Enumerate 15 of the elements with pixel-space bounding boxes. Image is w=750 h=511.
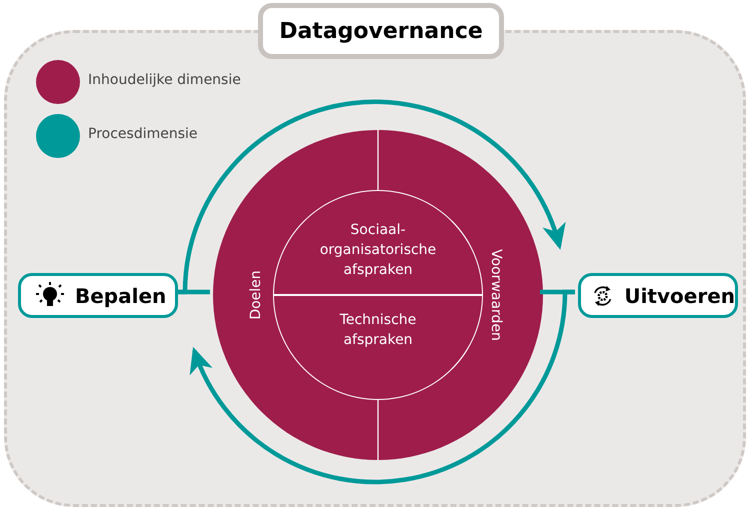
dimension-label: Voorwaarden bbox=[487, 248, 505, 343]
cycle-arrow bbox=[191, 290, 575, 484]
title-label: Datagovernance bbox=[258, 3, 504, 59]
half-circle-segment bbox=[273, 295, 483, 400]
legend-label: Inhoudelijke dimensie bbox=[88, 72, 241, 88]
segment-label: Technische afspraken bbox=[338, 311, 418, 350]
half-circle-segment bbox=[273, 190, 483, 295]
dimension-label: Doelen bbox=[247, 269, 265, 322]
cycle-arrow bbox=[175, 100, 564, 294]
process-box bbox=[578, 273, 738, 318]
step-label: Bepalen bbox=[75, 284, 166, 308]
process-box bbox=[18, 273, 178, 318]
segment-label: Sociaal-organisatorische afspraken bbox=[318, 221, 438, 280]
legend-label: Procesdimensie bbox=[88, 126, 198, 142]
step-label: Uitvoeren bbox=[624, 284, 735, 308]
